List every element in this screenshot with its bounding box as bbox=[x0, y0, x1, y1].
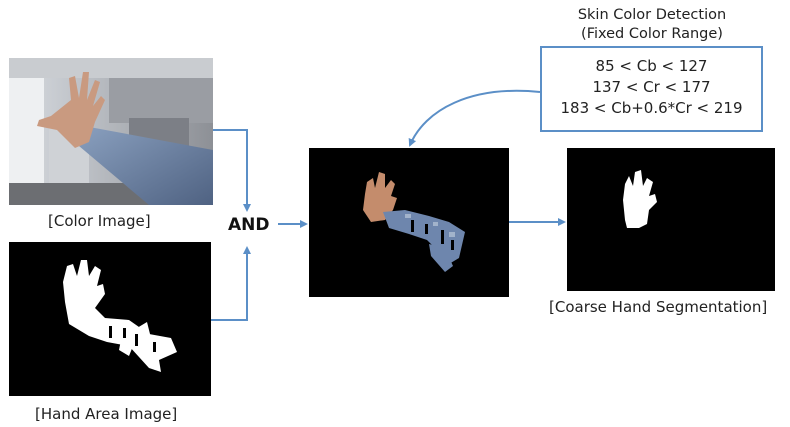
hand-area-mask bbox=[63, 260, 177, 372]
color-range-box: 85 < Cb < 127 137 < Cr < 177 183 < Cb+0.… bbox=[540, 46, 763, 132]
and-operator: AND bbox=[228, 215, 270, 235]
range-rule-cr: 137 < Cr < 177 bbox=[592, 78, 711, 96]
range-rule-cb: 85 < Cb < 127 bbox=[595, 57, 708, 75]
color-image-label: [Color Image] bbox=[48, 212, 151, 230]
skin-filtered-image bbox=[309, 148, 509, 297]
skin-detection-subtitle: (Fixed Color Range) bbox=[581, 26, 723, 42]
color-photo-illustration bbox=[9, 58, 213, 205]
arrow-hand-to-and bbox=[211, 246, 251, 321]
coarse-segmentation-mask bbox=[623, 170, 657, 228]
skin-filtered-illustration bbox=[363, 172, 465, 272]
hand-area-image bbox=[9, 242, 211, 396]
coarse-segmentation-label: [Coarse Hand Segmentation] bbox=[549, 298, 768, 316]
color-image-photo bbox=[9, 58, 213, 205]
arrow-color-to-and bbox=[213, 129, 251, 212]
coarse-segmentation-image bbox=[567, 148, 775, 291]
range-rule-combined: 183 < Cb+0.6*Cr < 219 bbox=[560, 99, 743, 117]
arrow-range-to-result bbox=[408, 89, 541, 147]
hand-area-label: [Hand Area Image] bbox=[35, 405, 178, 423]
skin-detection-title-block: Skin Color Detection (Fixed Color Range) bbox=[540, 6, 764, 44]
skin-detection-title: Skin Color Detection bbox=[577, 7, 727, 23]
